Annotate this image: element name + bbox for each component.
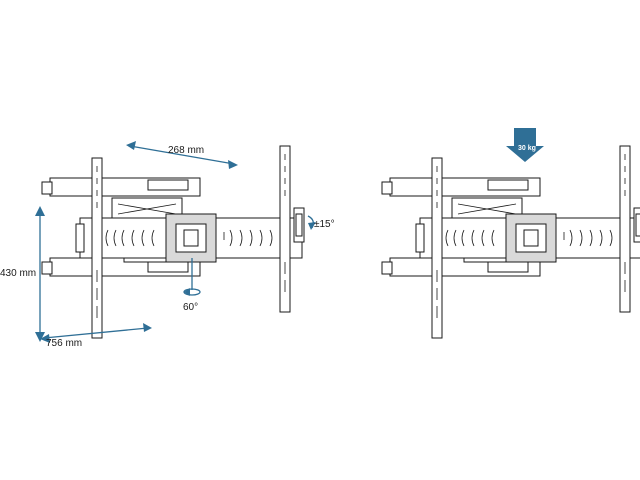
swivel-angle-label: 60°	[183, 302, 198, 313]
left-mount-figure: 268 mm 430 mm 756 mm ±15° 60°	[0, 141, 335, 349]
right-mount-figure: 30 kg	[381, 128, 640, 339]
tilt-rotation-arrow-icon	[307, 215, 316, 230]
swivel-rotation-arrow-icon	[183, 258, 201, 296]
height-dimension-label: 430 mm	[0, 268, 36, 279]
width-dimension-arrow-icon	[40, 323, 152, 343]
height-dimension-arrow-icon	[35, 206, 45, 342]
depth-dimension-label: 268 mm	[168, 145, 204, 156]
tilt-angle-label: ±15°	[314, 219, 335, 230]
load-label: 30 kg	[518, 145, 536, 152]
weight-arrow-icon	[506, 128, 544, 162]
width-dimension-label: 756 mm	[46, 338, 82, 349]
depth-dimension-arrow-icon	[126, 141, 238, 169]
